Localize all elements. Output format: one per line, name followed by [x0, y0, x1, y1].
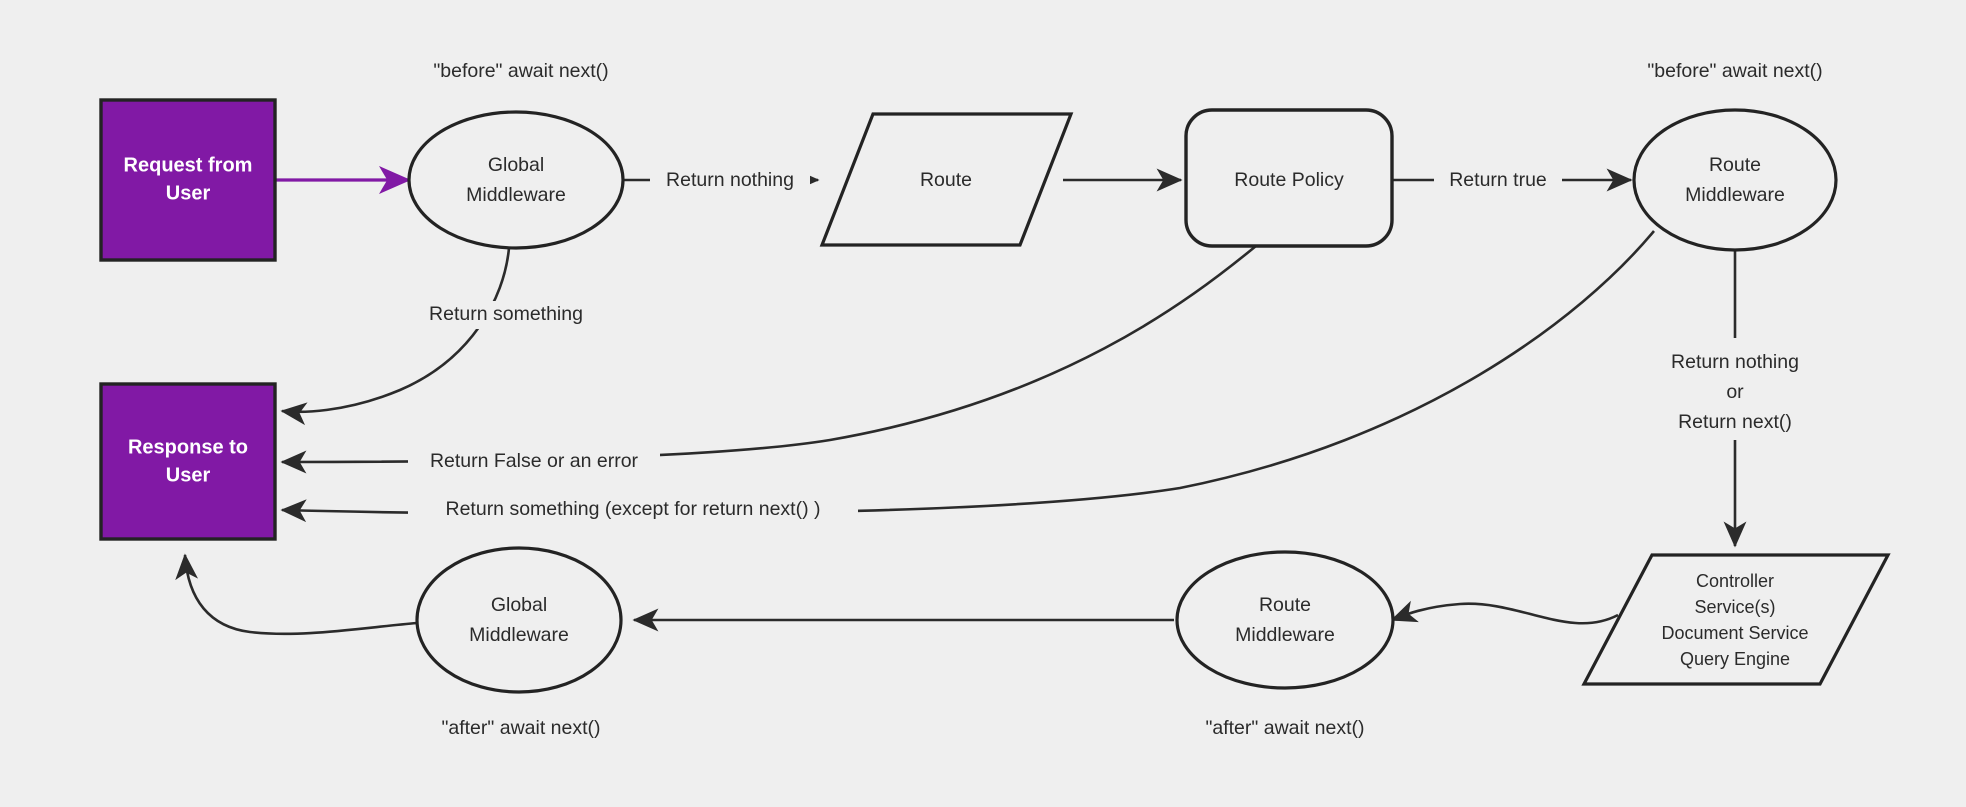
label-return-something: Return something [429, 303, 583, 325]
controller-stack-parallelogram [1581, 553, 1891, 686]
edge-label-global-to-route: Return nothing [650, 166, 810, 194]
response-to-user-label-line2: User [166, 464, 211, 486]
label-bg-return-something [408, 301, 598, 329]
global-middleware-top-ellipse [407, 110, 625, 250]
node-controller-stack[interactable]: Controller Service(s) Document Service Q… [1581, 553, 1891, 686]
annotation-before-await-next-route: "before" await next() [1647, 60, 1822, 82]
node-global-middleware-top[interactable]: Global Middleware [407, 110, 625, 250]
controller-stack-label-line3: Document Service [1661, 623, 1808, 643]
route-middleware-bottom-label-line2: Middleware [1235, 624, 1335, 646]
global-middleware-bottom-label-line1: Global [491, 594, 547, 616]
annotation-after-await-next-global: "after" await next() [441, 717, 600, 739]
request-from-user-label-line2: User [166, 182, 211, 204]
edge-controller-to-route-middleware-bottom [1390, 600, 1619, 625]
request-from-user-box [99, 98, 277, 262]
route-policy-box [1184, 108, 1394, 248]
label-bg-return-false [408, 448, 660, 476]
label-bg-return-nothing [650, 166, 810, 194]
node-request-from-user[interactable]: Request from User [99, 98, 277, 262]
edge-global-middleware-return-something [280, 247, 511, 426]
route-middleware-top-ellipse [1632, 108, 1838, 252]
label-or-pass: or [1726, 381, 1744, 403]
label-return-false-or-error: Return False or an error [430, 450, 639, 472]
route-middleware-top-label-line1: Route [1709, 154, 1761, 176]
route-parallelogram [819, 112, 1074, 247]
label-return-nothing: Return nothing [666, 169, 794, 191]
edge-label-policy-to-route-middleware: Return true [1434, 166, 1562, 194]
label-return-true: Return true [1449, 169, 1547, 191]
label-bg-return-something-except [408, 496, 858, 524]
request-from-user-label-line1: Request from [124, 154, 253, 176]
edge-label-return-something-except-next: Return something (except for return next… [408, 496, 858, 524]
controller-stack-label-line1: Controller [1696, 571, 1774, 591]
label-return-next-pass: Return next() [1678, 411, 1792, 433]
node-route[interactable]: Route [819, 112, 1074, 247]
node-route-middleware-top[interactable]: Route Middleware [1632, 108, 1838, 252]
label-return-something-except-next: Return something (except for return next… [446, 498, 821, 520]
route-policy-label: Route Policy [1234, 169, 1344, 191]
annotation-before-await-next-global: "before" await next() [433, 60, 608, 82]
edge-route-policy-return-false [280, 244, 1257, 474]
label-bg-return-true [1434, 166, 1562, 194]
edge-label-route-middleware-pass: Return nothing or Return next() [1671, 351, 1799, 433]
edge-label-global-return-something: Return something [408, 301, 598, 329]
controller-stack-label-line4: Query Engine [1680, 649, 1790, 669]
route-middleware-bottom-ellipse [1175, 550, 1395, 690]
node-route-policy[interactable]: Route Policy [1184, 108, 1394, 248]
node-response-to-user[interactable]: Response to User [99, 382, 277, 541]
edge-label-return-false-or-error: Return False or an error [408, 448, 660, 476]
response-to-user-box [99, 382, 277, 541]
global-middleware-bottom-label-line2: Middleware [469, 624, 569, 646]
global-middleware-top-label-line2: Middleware [466, 184, 566, 206]
label-return-nothing-pass: Return nothing [1671, 351, 1799, 373]
response-to-user-label-line1: Response to [128, 436, 248, 458]
node-global-middleware-bottom[interactable]: Global Middleware [415, 546, 623, 694]
route-label: Route [920, 169, 972, 191]
annotation-after-await-next-route: "after" await next() [1205, 717, 1364, 739]
global-middleware-bottom-ellipse [415, 546, 623, 694]
global-middleware-top-label-line1: Global [488, 154, 544, 176]
route-middleware-bottom-label-line1: Route [1259, 594, 1311, 616]
node-route-middleware-bottom[interactable]: Route Middleware [1175, 550, 1395, 690]
controller-stack-label-line2: Service(s) [1694, 597, 1775, 617]
edge-global-middleware-bottom-to-response [175, 553, 418, 636]
route-middleware-top-label-line2: Middleware [1685, 184, 1785, 206]
